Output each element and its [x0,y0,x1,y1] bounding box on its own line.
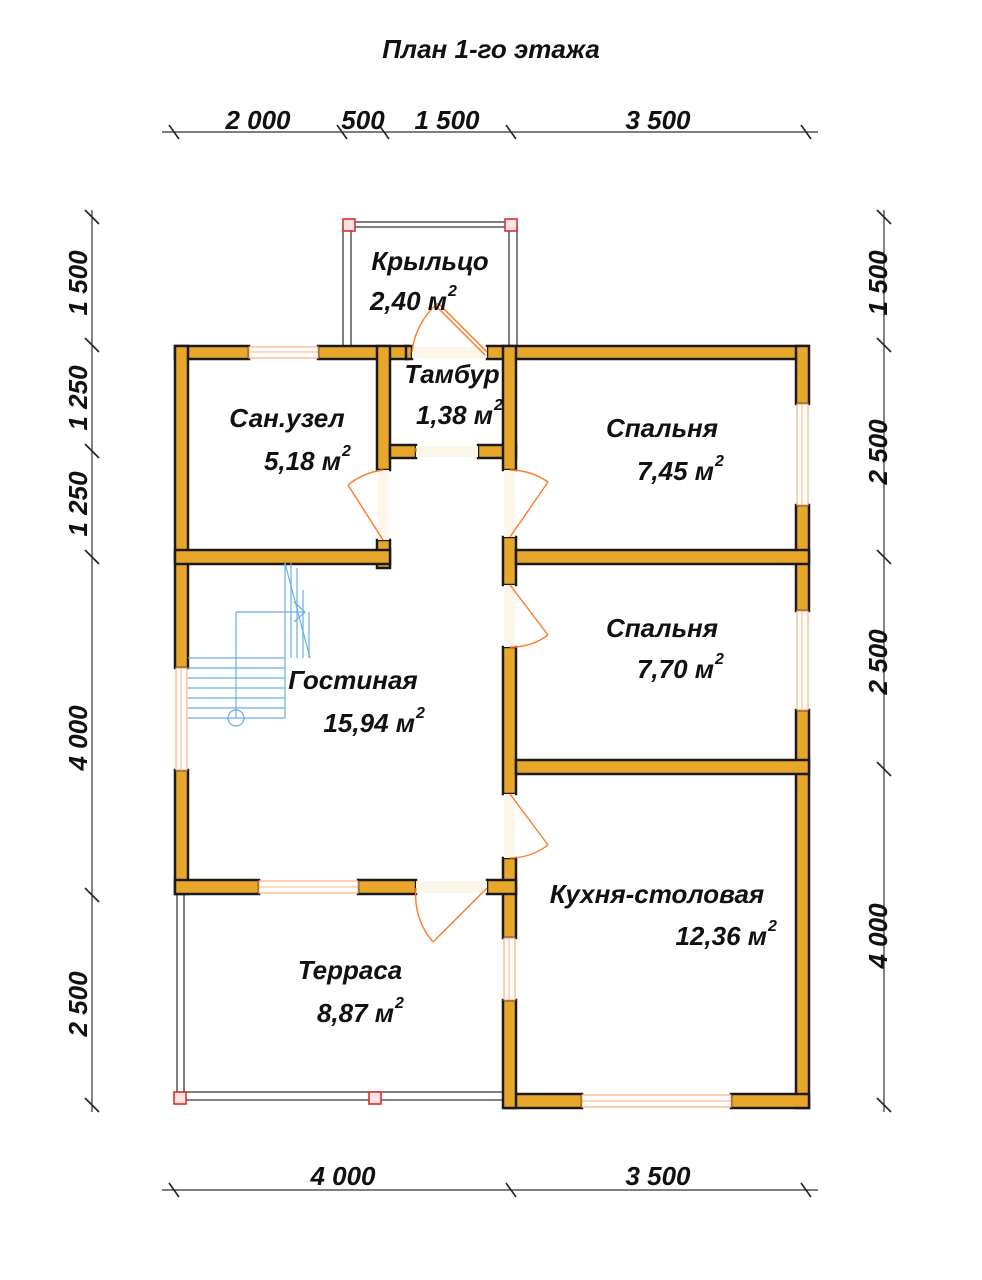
room-bedroom2: Спальня 7,70 м 2 [606,613,724,684]
room-bedroom1: Спальня 7,45 м 2 [606,413,724,486]
room-kitchen: Кухня-столовая 12,36 м 2 [550,879,777,951]
room-bedroom2-sup: 2 [714,651,724,668]
dim-right-4: 4 000 [863,903,893,970]
dimension-bottom: 4 000 3 500 [162,1161,818,1198]
dim-top-1: 2 000 [224,105,291,135]
dim-bottom-2: 3 500 [625,1161,691,1191]
dim-left-2: 1 250 [63,365,93,431]
room-bathroom: Сан.узел 5,18 м 2 [229,403,351,476]
dim-top-4: 3 500 [625,105,691,135]
room-vestibule-sup: 2 [493,397,503,414]
room-bathroom-area: 5,18 м [264,446,341,476]
room-kitchen-sup: 2 [767,918,777,935]
door-bathroom [347,469,384,541]
room-vestibule: Тамбур 1,38 м 2 [404,359,503,430]
terrace-post-mid [368,1091,382,1105]
dim-right-2: 2 500 [863,419,893,486]
room-terrace-area: 8,87 м [317,998,394,1028]
dimension-right: 1 500 2 500 2 500 4 000 [863,209,893,1113]
door-kitchen [509,793,549,859]
staircase [188,562,311,727]
room-living-name: Гостиная [288,665,417,695]
door-terrace [414,887,488,943]
room-porch-name: Крыльцо [371,246,488,276]
plan-title: План 1-го этажа [382,34,600,64]
porch-railing [342,218,518,347]
room-vestibule-name: Тамбур [404,359,499,389]
room-porch: Крыльцо 2,40 м 2 [369,246,489,316]
room-bedroom1-sup: 2 [714,453,724,470]
windows [175,346,809,1108]
room-terrace-name: Терраса [298,955,403,985]
dim-top-3: 1 500 [414,105,480,135]
porch-post-right [504,218,518,232]
room-bathroom-name: Сан.узел [229,403,344,433]
dimension-top: 2 000 500 1 500 3 500 [162,105,818,140]
dim-bottom-1: 4 000 [309,1161,376,1191]
room-living: Гостиная 15,94 м 2 [288,665,425,738]
door-bedroom1 [509,469,549,538]
dimension-left: 1 500 1 250 1 250 4 000 2 500 [63,209,100,1113]
dim-right-1: 1 500 [863,250,893,316]
terrace-post-left [173,1091,187,1105]
room-living-sup: 2 [415,705,425,722]
door-entrance [411,302,488,356]
room-terrace-sup: 2 [394,995,404,1012]
room-vestibule-area: 1,38 м [416,400,493,430]
room-bedroom2-area: 7,70 м [637,654,714,684]
room-bedroom1-name: Спальня [606,413,718,443]
door-bedroom2 [509,584,549,648]
dim-left-4: 4 000 [63,705,93,772]
dim-left-3: 1 250 [63,471,93,537]
room-kitchen-name: Кухня-столовая [550,879,765,909]
room-kitchen-area: 12,36 м [675,921,767,951]
dim-left-5: 2 500 [63,971,93,1038]
room-living-area: 15,94 м [323,708,415,738]
dim-right-3: 2 500 [863,629,893,696]
dim-top-2: 500 [341,105,385,135]
porch-post-left [342,218,356,232]
doors [347,302,549,943]
room-bathroom-sup: 2 [341,443,351,460]
room-bedroom1-area: 7,45 м [637,456,714,486]
dim-left-1: 1 500 [63,250,93,316]
room-terrace: Терраса 8,87 м 2 [298,955,404,1028]
room-bedroom2-name: Спальня [606,613,718,643]
room-porch-sup: 2 [447,283,457,300]
walls [173,344,811,1110]
door-openings [378,347,515,893]
room-porch-area: 2,40 м [369,286,447,316]
